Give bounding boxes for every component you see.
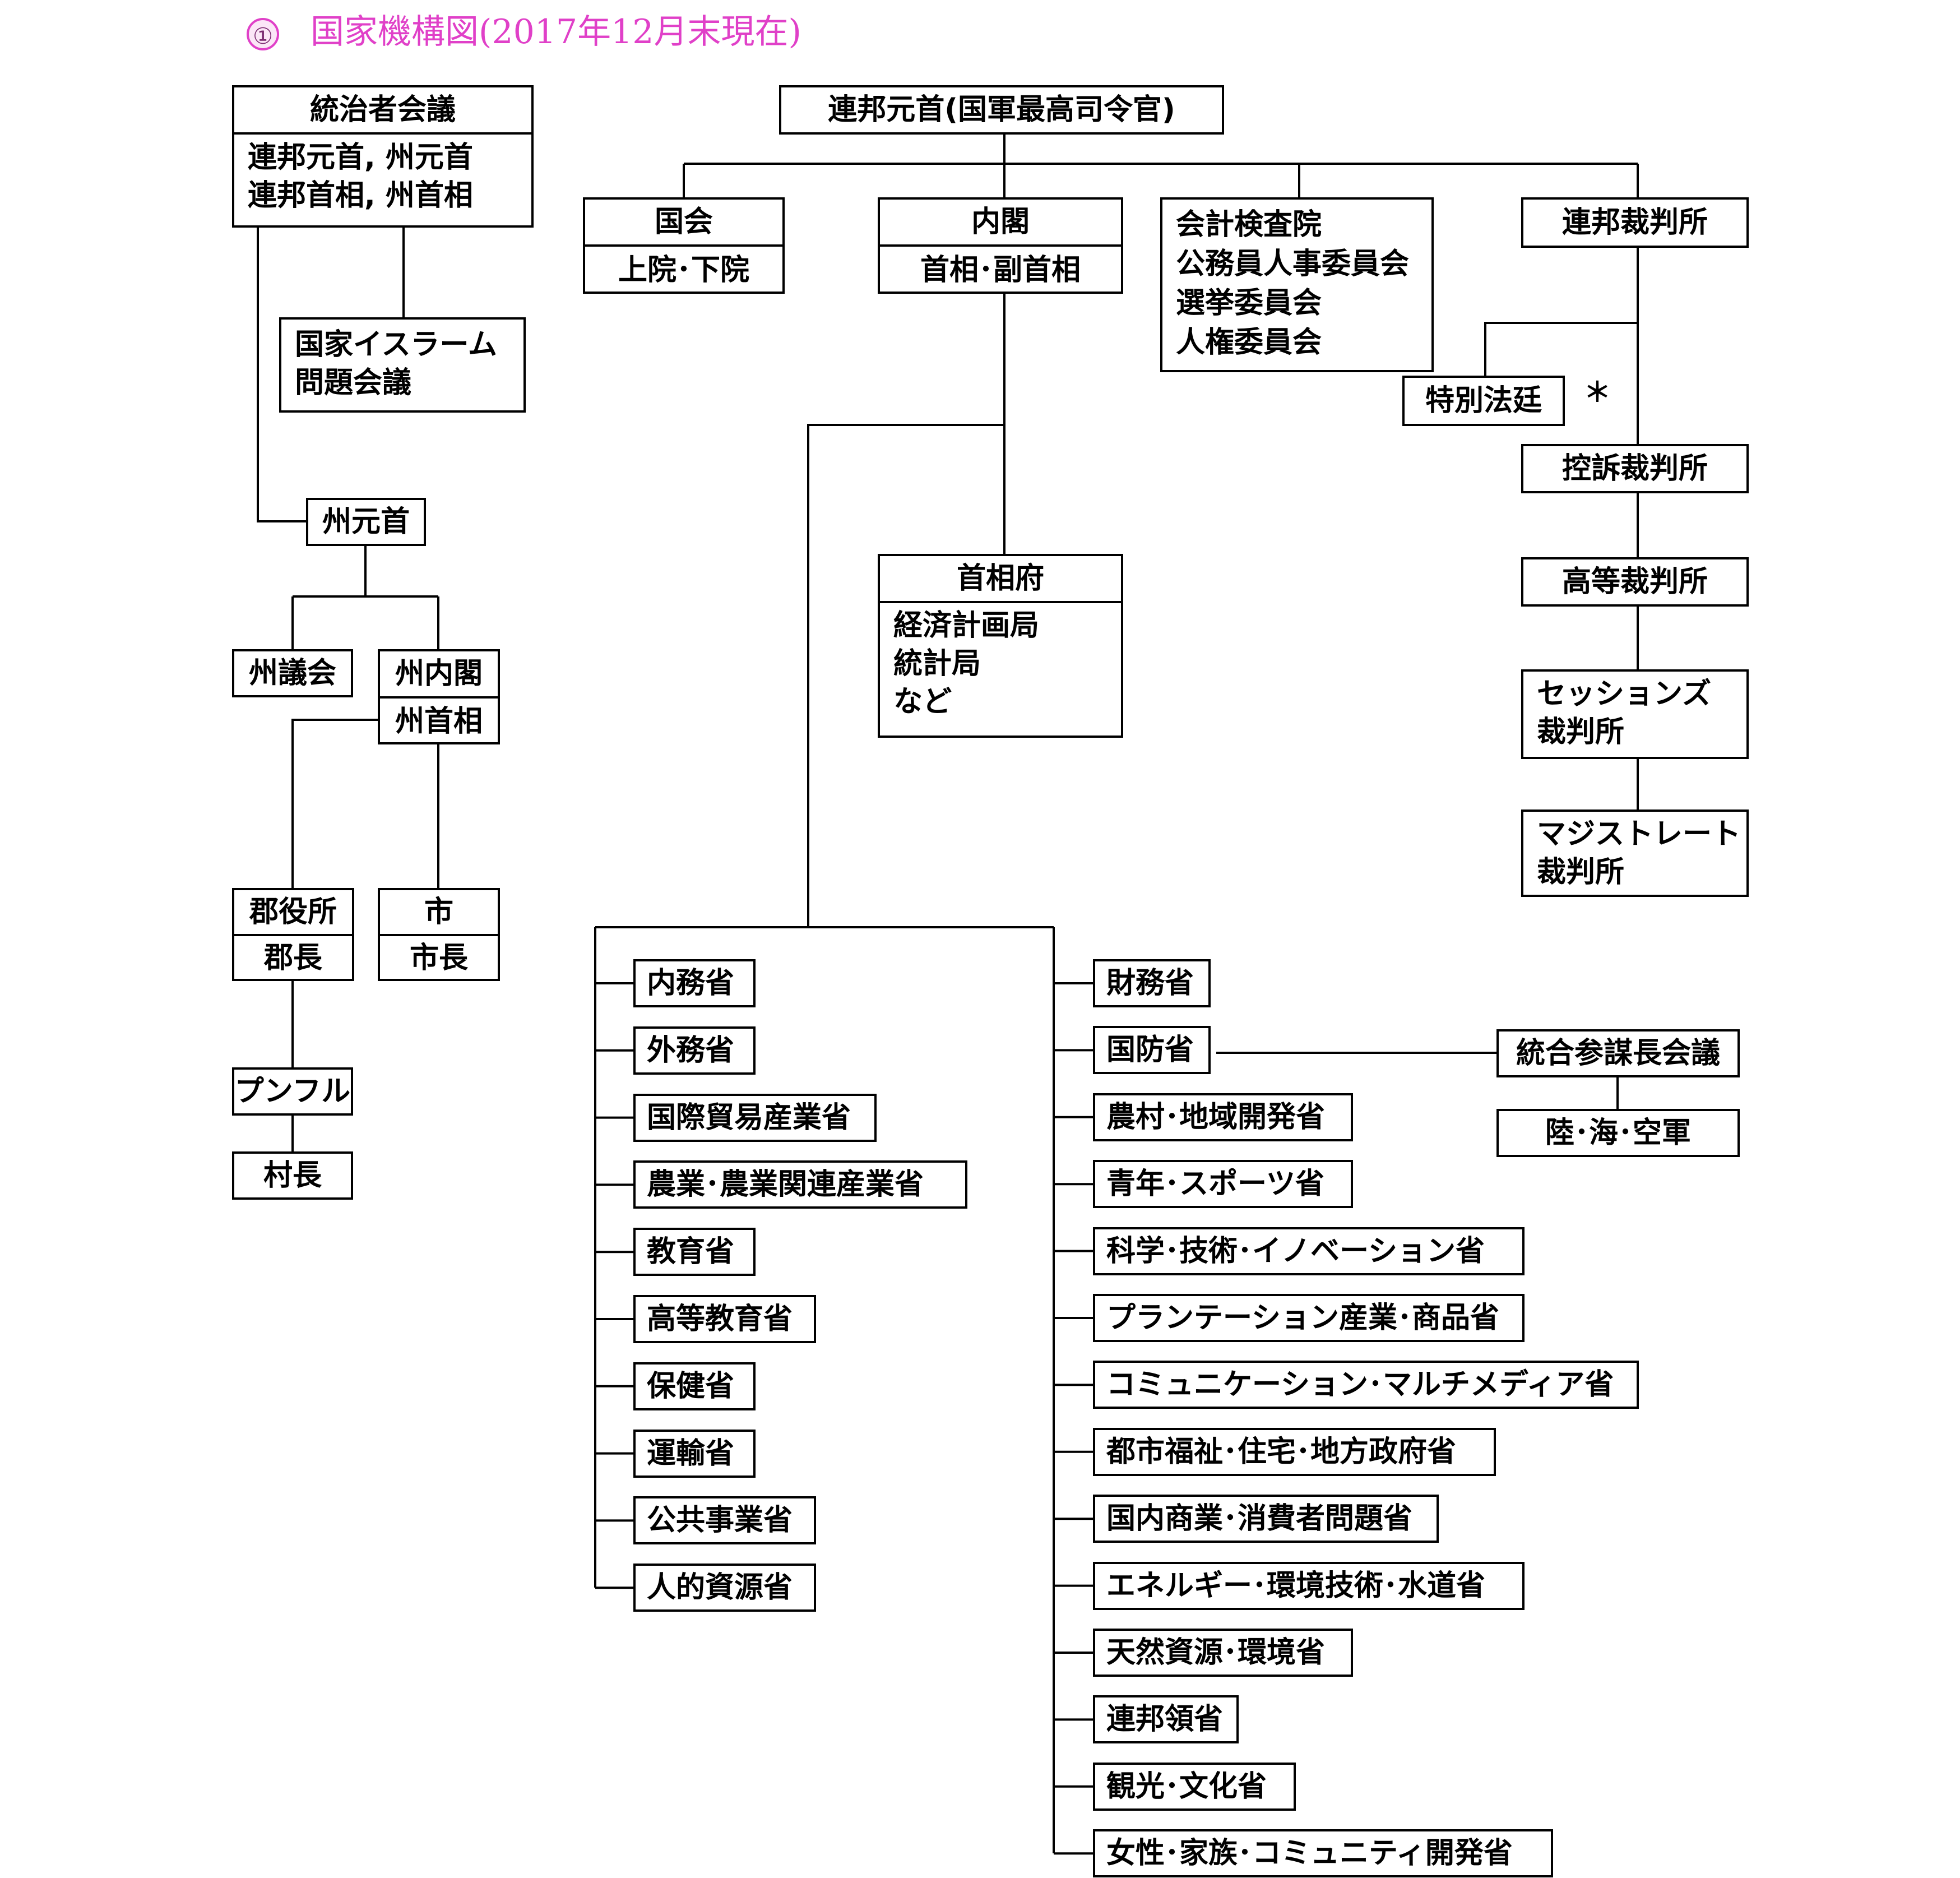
council-member-line: 連邦首相, 州首相 <box>248 178 473 212</box>
islamic-council-box: 国家イスラーム 問題会議 <box>279 317 526 413</box>
ministry-box: 青年･スポーツ省 <box>1093 1160 1353 1209</box>
connector-rulers-state-head <box>257 226 306 522</box>
ministry-box: 内務省 <box>633 959 756 1007</box>
connector-cabinet-ministries <box>807 424 1004 927</box>
ministry-box: 外務省 <box>633 1026 756 1075</box>
ministry-box: 公共事業省 <box>633 1496 816 1545</box>
council-of-rulers-name: 統治者会議 <box>309 93 456 127</box>
commission-item: 公務員人事委員会 <box>1176 247 1410 281</box>
state-head-box: 州元首 <box>306 498 426 546</box>
state-assembly-box: 州議会 <box>232 649 353 697</box>
ministry-box: 国内商業･消費者問題省 <box>1093 1495 1439 1543</box>
ministry-box: 農村･地域開発省 <box>1093 1093 1353 1141</box>
federal-court-box: 連邦裁判所 <box>1521 197 1749 248</box>
pm-department-name: 首相府 <box>956 562 1044 595</box>
special-court-asterisk: ＊ <box>1584 377 1611 408</box>
ministry-box: 保健省 <box>633 1362 756 1410</box>
connector-special-court <box>1484 322 1638 377</box>
cabinet-name: 内閣 <box>971 205 1030 239</box>
federal-head-box: 連邦元首(国軍最高司令官) <box>779 85 1224 135</box>
title-text: 国家機構図(2017年12月末現在) <box>311 12 801 52</box>
commission-item: 会計検査院 <box>1176 208 1322 242</box>
parliament-houses: 上院･下院 <box>585 244 782 294</box>
ministry-box: コミュニケーション･マルチメディア省 <box>1093 1361 1639 1409</box>
council-of-rulers-members: 連邦元首, 州元首 連邦首相, 州首相 <box>234 132 531 215</box>
parliament-name: 国会 <box>654 205 713 239</box>
islamic-council-line: 国家イスラーム <box>295 328 497 362</box>
ministry-box: 連邦領省 <box>1093 1695 1239 1744</box>
ministry-box: プランテーション産業･商品省 <box>1093 1294 1525 1342</box>
sessions-court-line: セッションズ <box>1537 677 1711 711</box>
joint-chiefs-box: 統合参謀長会議 <box>1496 1029 1740 1077</box>
city-name: 市 <box>424 895 453 929</box>
parliament-box: 国会 上院･下院 <box>583 197 785 294</box>
cabinet-box: 内閣 首相･副首相 <box>878 197 1123 294</box>
pm-department-box: 首相府 経済計画局 統計局 など <box>878 554 1123 738</box>
cabinet-members: 首相･副首相 <box>880 244 1121 294</box>
ministry-box: 農業･農業関連産業省 <box>633 1160 967 1209</box>
pm-department-unit: 経済計画局 <box>893 609 1040 642</box>
ministry-box: 国防省 <box>1093 1026 1211 1075</box>
sessions-court-box: セッションズ 裁判所 <box>1521 669 1749 759</box>
armed-forces-box: 陸･海･空軍 <box>1496 1109 1740 1157</box>
ministry-box: 科学･技術･イノベーション省 <box>1093 1227 1525 1275</box>
ministry-box: 国際貿易産業省 <box>633 1093 877 1142</box>
commissions-box: 会計検査院 公務員人事委員会 選挙委員会 人権委員会 <box>1160 197 1434 372</box>
ministry-box: 天然資源･環境省 <box>1093 1629 1353 1677</box>
council-of-rulers-box: 統治者会議 連邦元首, 州元首 連邦首相, 州首相 <box>232 85 534 228</box>
ministry-box: エネルギー･環境技術･水道省 <box>1093 1561 1525 1610</box>
city-box: 市 市長 <box>378 888 500 981</box>
district-office-box: 郡役所 郡長 <box>232 888 354 981</box>
district-office-name: 郡役所 <box>249 895 337 929</box>
connector-cabinet-district <box>291 719 379 889</box>
commission-item: 人権委員会 <box>1176 326 1322 359</box>
pm-department-unit: 統計局 <box>893 647 981 681</box>
ministry-box: 運輸省 <box>633 1429 756 1478</box>
city-leader: 市長 <box>380 934 498 980</box>
district-office-leader: 郡長 <box>234 934 352 980</box>
council-member-line: 連邦元首, 州元首 <box>248 141 473 174</box>
state-cabinet-name: 州内閣 <box>395 657 483 691</box>
high-court-box: 高等裁判所 <box>1521 557 1749 607</box>
state-cabinet-box: 州内閣 州首相 <box>378 649 500 744</box>
penghulu-box: プンフル <box>232 1067 353 1116</box>
sessions-court-line: 裁判所 <box>1537 715 1625 749</box>
commission-item: 選挙委員会 <box>1176 286 1322 320</box>
magistrate-court-line: 裁判所 <box>1537 855 1625 889</box>
special-court-box: 特別法廷 <box>1402 376 1565 426</box>
ministry-box: 高等教育省 <box>633 1295 816 1343</box>
islamic-council-line: 問題会議 <box>295 366 412 400</box>
ministry-box: 財務省 <box>1093 959 1211 1007</box>
chart-title: ① 国家機構図(2017年12月末現在) <box>247 4 801 53</box>
magistrate-court-line: マジストレート <box>1537 817 1741 851</box>
ministry-box: 人的資源省 <box>633 1564 816 1612</box>
ministry-box: 都市福祉･住宅･地方政府省 <box>1093 1427 1496 1476</box>
ministry-box: 女性･家族･コミュニティ開発省 <box>1093 1829 1553 1878</box>
village-head-box: 村長 <box>232 1151 353 1200</box>
appeal-court-box: 控訴裁判所 <box>1521 444 1749 493</box>
magistrate-court-box: マジストレート 裁判所 <box>1521 810 1749 897</box>
pm-department-unit: など <box>893 685 952 719</box>
ministry-box: 観光･文化省 <box>1093 1762 1296 1811</box>
section-number: ① <box>247 18 279 51</box>
pm-department-units: 経済計画局 統計局 など <box>880 601 1121 721</box>
ministry-box: 教育省 <box>633 1228 756 1276</box>
state-cabinet-leader: 州首相 <box>380 696 498 744</box>
